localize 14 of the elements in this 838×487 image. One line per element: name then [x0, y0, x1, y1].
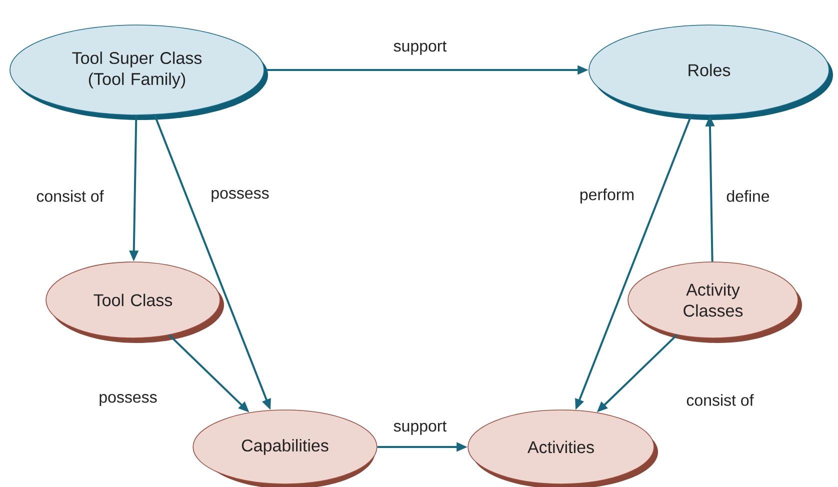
- edge-label: consist of: [685, 393, 755, 407]
- ellipse-node: Tool Super Class (Tool Family): [10, 24, 268, 120]
- ellipse-node: Activity Classes: [628, 262, 802, 343]
- edge-label: define: [725, 189, 771, 203]
- edge-label: consist of: [35, 189, 105, 203]
- ellipse-node: Roles: [588, 24, 833, 120]
- edge-label: possess: [98, 393, 158, 407]
- edge-label: possess: [210, 189, 270, 203]
- edge-label: support: [392, 420, 448, 436]
- ellipse-node: Capabilities: [192, 410, 378, 487]
- edge-label: support: [392, 40, 448, 56]
- ellipse-node: Activities: [468, 410, 658, 487]
- edge-label: perform: [578, 188, 636, 204]
- ellipse-node: Tool Class: [46, 262, 224, 343]
